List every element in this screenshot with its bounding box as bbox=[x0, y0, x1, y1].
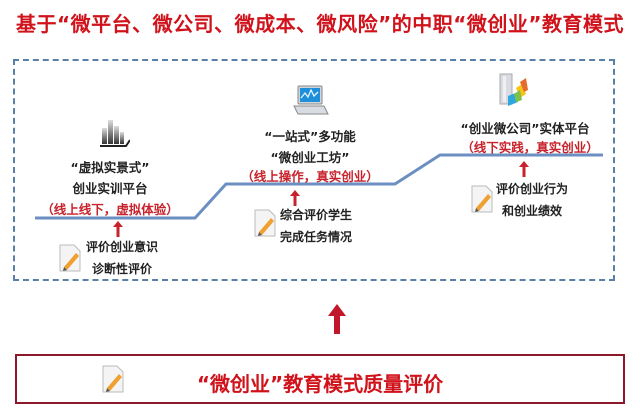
laptop-icon bbox=[292, 84, 330, 120]
stage-2-note: （线上操作，真实创业） bbox=[241, 169, 379, 184]
quality-evaluation-box: “微创业”教育模式质量评价 bbox=[15, 354, 625, 404]
building-chart-icon bbox=[96, 118, 131, 150]
stage-3-note: （线下实践，真实创业） bbox=[461, 140, 599, 155]
company-building-icon bbox=[496, 72, 532, 110]
stage-1-line-1: “虚拟实景式” bbox=[70, 160, 150, 175]
stage-1-note: （线上线下，虚拟体验） bbox=[41, 202, 179, 217]
stages-container bbox=[13, 59, 615, 281]
stage-2-line-1: “一站式”多功能 bbox=[264, 129, 356, 144]
stage-1-eval-line-1: 评价创业意识 bbox=[86, 240, 159, 254]
stage-2-eval-line-2: 完成任务情况 bbox=[280, 230, 353, 244]
stage-3-line-1: “创业微公司”实体平台 bbox=[460, 121, 590, 136]
stage-1-line-2: 创业实训平台 bbox=[72, 181, 148, 196]
stage-1-eval-line-2: 诊断性评价 bbox=[92, 262, 153, 276]
edit-document-icon bbox=[101, 364, 127, 394]
arrow-up-icon bbox=[290, 190, 300, 206]
arrow-up-icon bbox=[113, 221, 123, 237]
stage-3-eval-line-1: 评价创业行为 bbox=[496, 182, 569, 196]
stage-2-line-2: “微创业工坊” bbox=[270, 150, 350, 165]
arrow-up-icon bbox=[328, 304, 346, 334]
arrow-up-icon bbox=[519, 161, 529, 177]
edit-document-icon bbox=[470, 184, 496, 214]
quality-evaluation-label: “微创业”教育模式质量评价 bbox=[196, 372, 444, 396]
page-title: 基于“微平台、微公司、微成本、微风险”的中职“微创业”教育模式 bbox=[15, 12, 625, 36]
edit-document-icon bbox=[58, 243, 84, 273]
edit-document-icon bbox=[253, 208, 279, 238]
stage-3-eval-line-2: 和创业绩效 bbox=[502, 204, 563, 218]
stage-2-eval-line-1: 综合评价学生 bbox=[280, 208, 353, 222]
